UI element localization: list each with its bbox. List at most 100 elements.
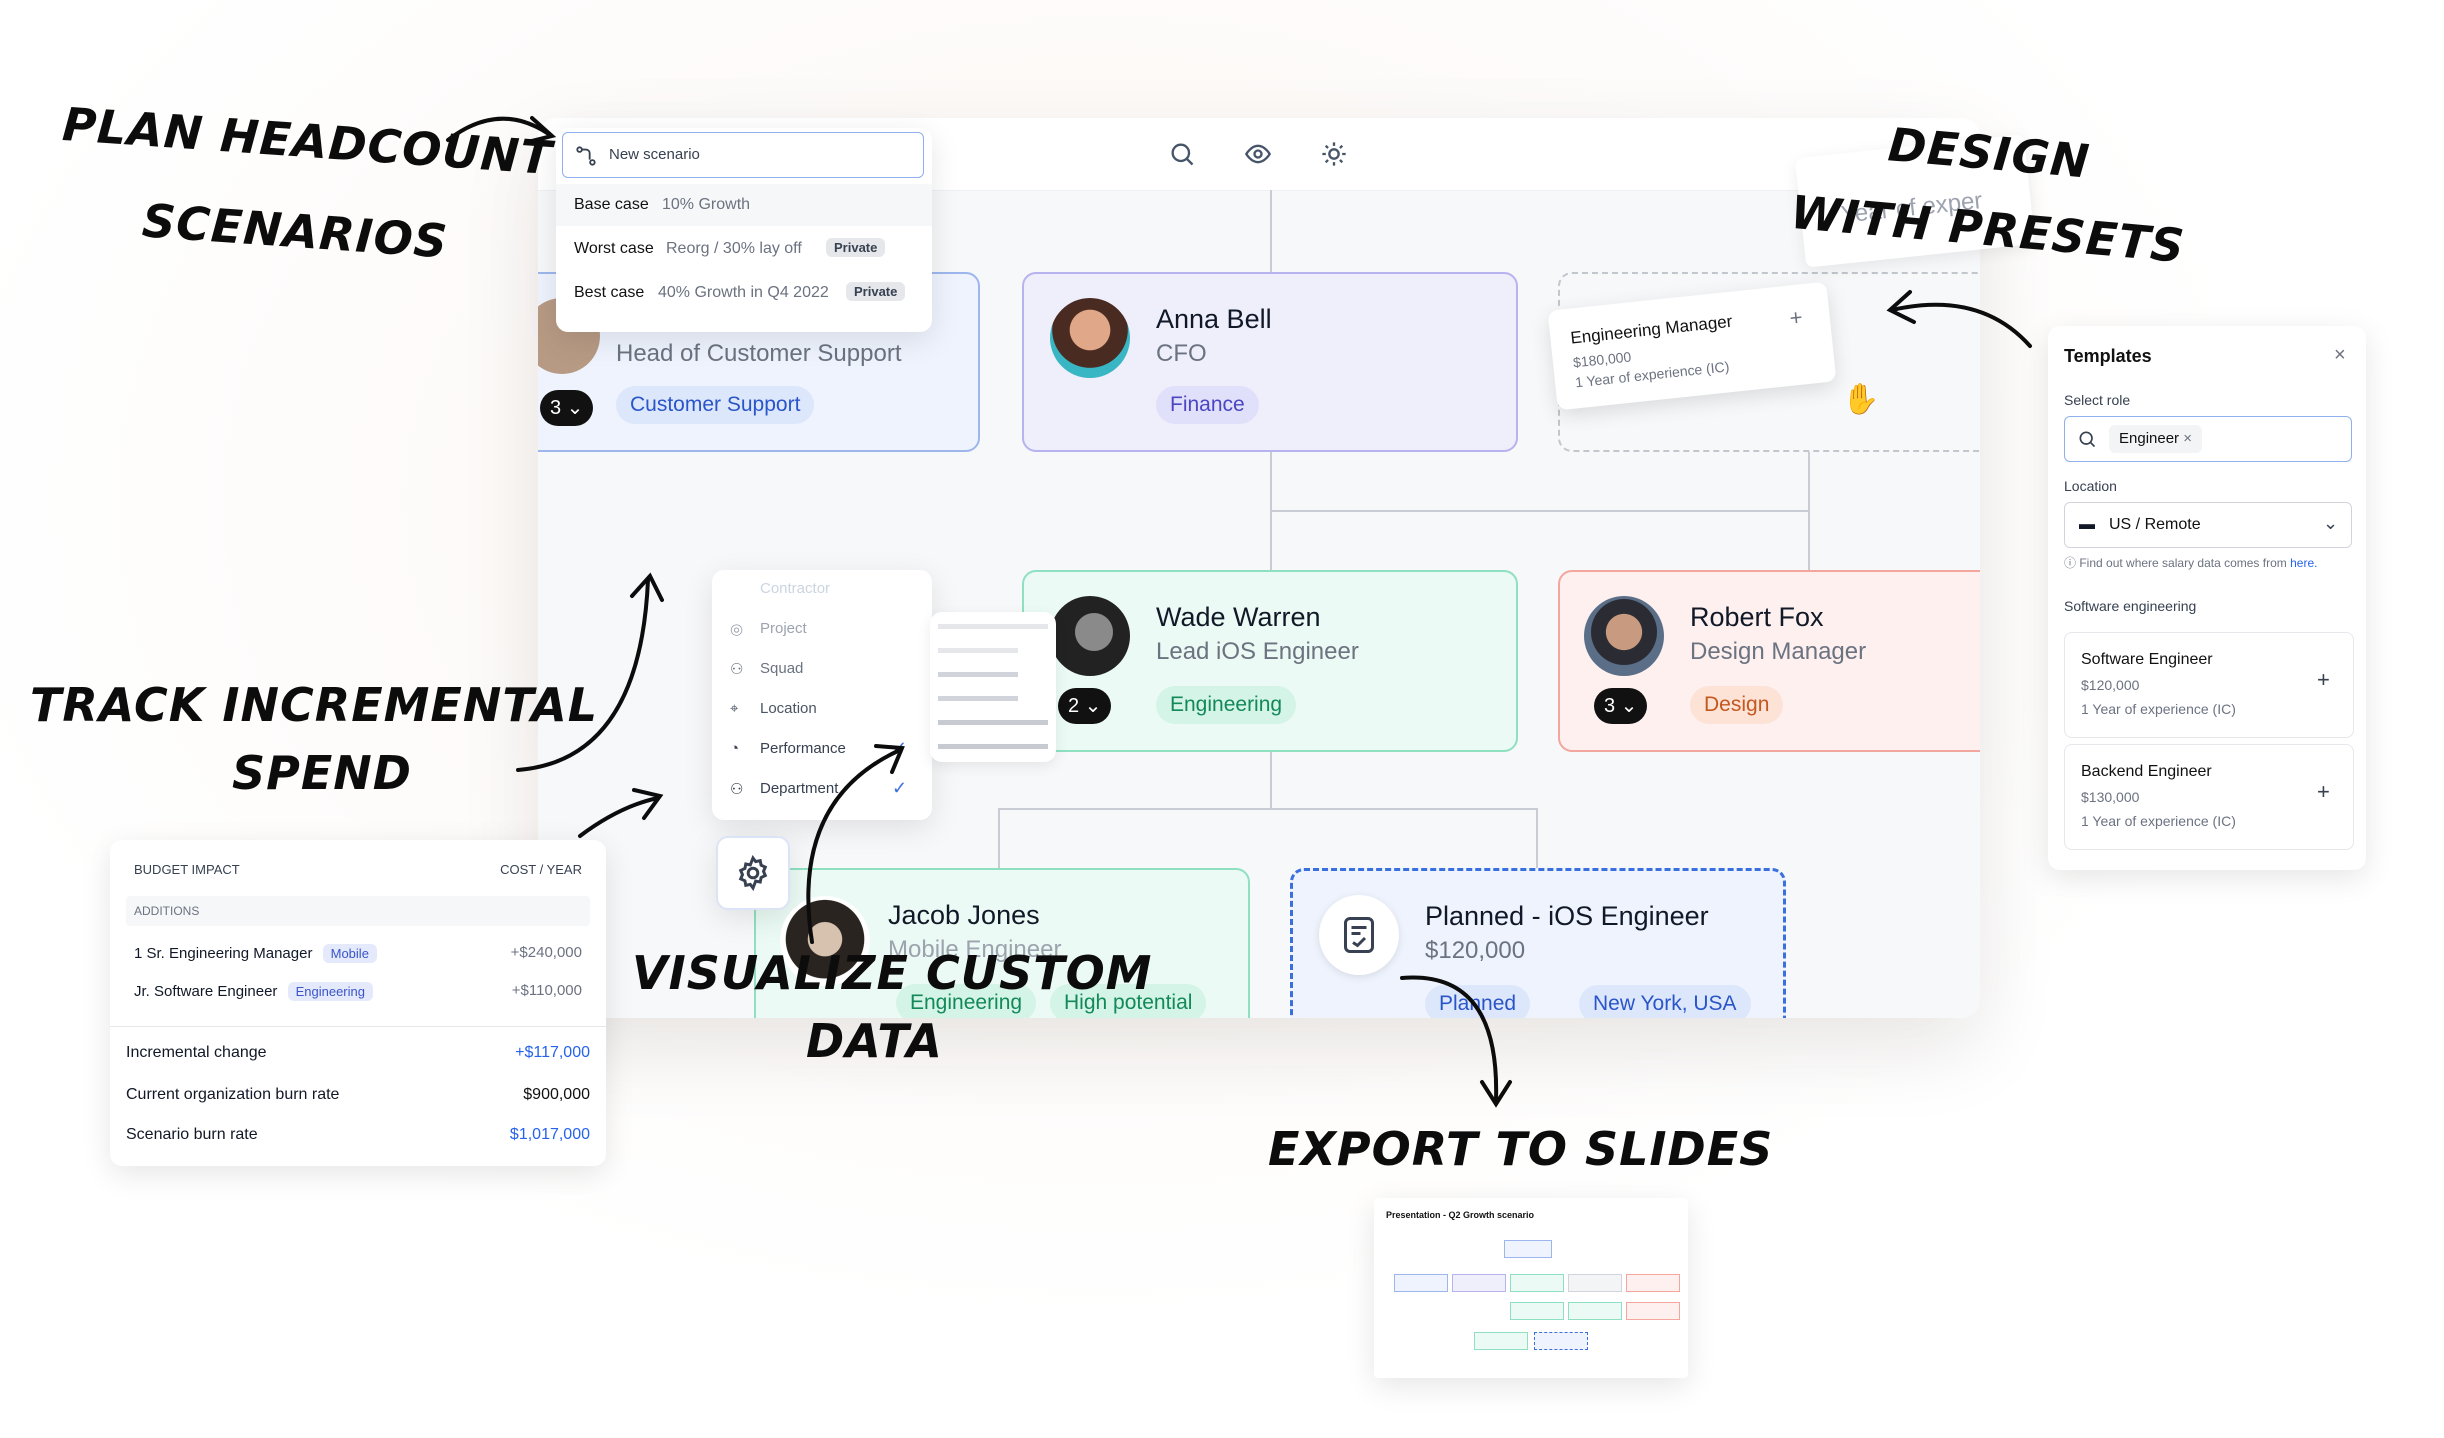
report-count-badge[interactable]: 3 ⌄ — [1594, 688, 1648, 724]
eye-icon[interactable] — [1244, 140, 1272, 168]
mini-row — [938, 696, 1018, 701]
custom-fields-panel: Contractor Project Squad Location Perfor… — [712, 570, 932, 820]
salary-data-hint: ⓘ Find out where salary data comes from … — [2064, 556, 2318, 570]
us-flag-icon: ▬ — [2079, 516, 2095, 533]
chip-remove-icon[interactable]: × — [2183, 430, 2192, 447]
person-name: Robert Fox — [1690, 602, 1824, 632]
mini-card — [1510, 1274, 1564, 1292]
scenario-dropdown: New scenario Base case 10% Growth Worst … — [556, 128, 932, 332]
arrowhead — [874, 744, 905, 774]
role-chip[interactable]: Engineer × — [2109, 425, 2202, 453]
field-option-performance[interactable]: Performance — [760, 740, 846, 757]
planned-salary: $120,000 — [1425, 937, 1526, 964]
report-count-badge[interactable]: 2 ⌄ — [1058, 688, 1112, 724]
mini-row — [938, 720, 1048, 725]
total-value: +$117,000 — [515, 1044, 590, 1061]
template-salary: $120,000 — [2081, 677, 2140, 693]
drop-zone[interactable]: Engineering Manager $180,000 1 Year of e… — [1547, 272, 1980, 452]
budget-row: Jr. Software Engineer Engineering +$110,… — [134, 982, 582, 1001]
person-role: Design Manager — [1690, 638, 1867, 665]
field-option-location[interactable]: Location — [760, 700, 817, 717]
annotation-data: data — [806, 1014, 943, 1068]
hint-link[interactable]: here. — [2290, 556, 2318, 570]
report-count-badge[interactable]: 3 ⌄ — [540, 390, 594, 426]
location-select[interactable]: ▬ US / Remote ⌄ — [2064, 502, 2352, 548]
connector — [998, 808, 1000, 888]
field-option-project[interactable]: Project — [760, 620, 807, 637]
settings-button[interactable] — [716, 836, 790, 910]
check-icon: ✓ — [892, 778, 908, 798]
arrowhead — [1886, 290, 1916, 324]
scenario-option-worst[interactable]: Worst case Reorg / 30% lay off Private — [556, 228, 932, 270]
person-role: Lead iOS Engineer — [1156, 638, 1359, 665]
chevron-down-icon: ⌄ — [2323, 513, 2339, 533]
template-experience: 1 Year of experience (IC) — [2081, 813, 2236, 829]
close-icon[interactable]: × — [2334, 344, 2346, 366]
annotation-export-slides: Export to slides — [1268, 1122, 1774, 1176]
person-card-anna-bell[interactable]: Anna Bell CFO Finance — [1022, 272, 1518, 452]
role-search-input[interactable]: Engineer × — [2064, 416, 2352, 462]
location-value: US / Remote — [2109, 516, 2201, 533]
gear-icon — [738, 855, 768, 891]
performance-icon: ◔ — [730, 740, 740, 757]
annotation-spend: spend — [232, 746, 412, 800]
annotation-track-spend: Track incremental — [30, 678, 599, 732]
budget-row-tag: Mobile — [322, 944, 377, 963]
budget-row-value: +$110,000 — [511, 982, 582, 999]
template-card[interactable]: Backend Engineer $130,000 1 Year of expe… — [2064, 744, 2354, 850]
connector — [1270, 190, 1272, 344]
mini-card — [1626, 1302, 1680, 1320]
person-card-robert-fox[interactable]: Robert Fox Design Manager Design 3 ⌄ — [1558, 570, 1980, 752]
planned-role-card[interactable]: Planned - iOS Engineer $120,000 Planned … — [1290, 868, 1786, 1018]
scenario-input[interactable]: New scenario — [562, 132, 924, 178]
total-row: Incremental change +$117,000 — [126, 1044, 590, 1062]
divider — [110, 1026, 606, 1027]
person-role: CFO — [1156, 340, 1207, 367]
report-count: 2 — [1068, 695, 1080, 717]
arrowhead — [526, 116, 557, 144]
connector — [1536, 808, 1538, 888]
plus-icon[interactable]: + — [2317, 667, 2330, 692]
person-name: Anna Bell — [1156, 304, 1272, 334]
private-badge: Private — [846, 282, 906, 301]
budget-row-value: +$240,000 — [510, 944, 582, 961]
additions-header: ADDITIONS — [126, 896, 590, 926]
field-label: Select role — [2064, 392, 2131, 408]
role-chip-label: Engineer — [2119, 430, 2180, 447]
total-row: Current organization burn rate $900,000 — [126, 1086, 590, 1104]
department-icon: ⚇ — [730, 781, 744, 798]
annotation-visualize-data: Visualize custom — [632, 946, 1153, 1000]
sun-icon[interactable] — [1320, 140, 1348, 168]
search-icon[interactable] — [1168, 140, 1196, 168]
template-title: Backend Engineer — [2081, 763, 2212, 780]
panel-title: Templates — [2064, 346, 2152, 366]
plus-icon[interactable]: + — [2317, 779, 2330, 804]
field-option-contractor[interactable]: Contractor — [760, 580, 831, 597]
arrow-track — [516, 578, 650, 772]
arrowhead — [1480, 1080, 1512, 1108]
arrow-design — [1890, 302, 2032, 348]
template-card[interactable]: Software Engineer $120,000 1 Year of exp… — [2064, 632, 2354, 738]
slide-thumbnail[interactable]: Presentation - Q2 Growth scenario — [1374, 1198, 1688, 1378]
field-option-department[interactable]: Department — [760, 780, 839, 797]
branch-icon — [576, 146, 596, 166]
scenario-option-base[interactable]: Base case 10% Growth — [556, 184, 932, 226]
avatar — [1050, 596, 1130, 676]
total-value: $900,000 — [523, 1086, 590, 1103]
slide-title: Presentation - Q2 Growth scenario — [1386, 1210, 1535, 1220]
budget-row-tag: Engineering — [287, 982, 373, 1001]
budget-row: 1 Sr. Engineering Manager Mobile +$240,0… — [134, 944, 582, 963]
person-card-wade-warren[interactable]: Wade Warren Lead iOS Engineer Engineerin… — [1022, 570, 1518, 752]
mini-card — [1568, 1274, 1622, 1292]
field-option-squad[interactable]: Squad — [760, 660, 804, 677]
status-tag: Planned — [1425, 985, 1531, 1018]
scenario-name: Base case — [574, 196, 649, 213]
squad-icon: ⚇ — [730, 661, 744, 678]
scenario-option-best[interactable]: Best case 40% Growth in Q4 2022 Private — [556, 272, 932, 314]
report-count: 3 — [1604, 695, 1616, 717]
mini-card — [1568, 1302, 1622, 1320]
connector — [998, 808, 1538, 810]
total-label: Incremental change — [126, 1044, 267, 1061]
connector — [1270, 510, 1810, 512]
scenario-input-placeholder: New scenario — [609, 146, 700, 163]
